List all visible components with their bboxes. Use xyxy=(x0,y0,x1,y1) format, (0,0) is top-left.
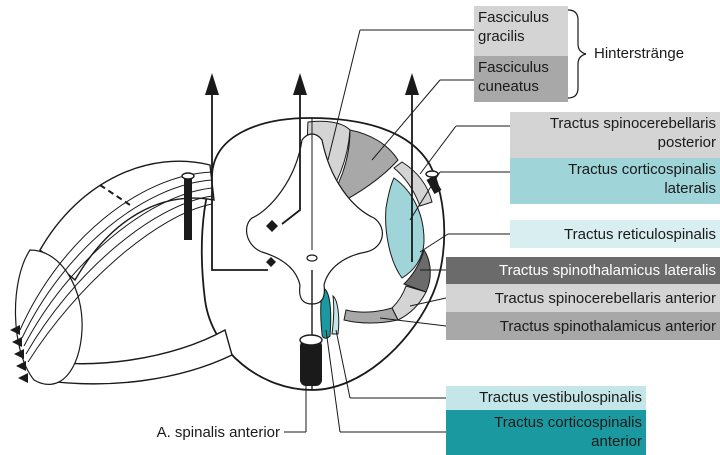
label-corticospinalis-lateralis: Tractus corticospinalis lateralis xyxy=(510,160,720,198)
label-spinothalamicus-anterior: Tractus spinothalamicus anterior xyxy=(446,317,720,336)
vessel-anterior xyxy=(300,335,322,386)
arrow-head-3 xyxy=(405,73,419,95)
arrow-head-2 xyxy=(293,73,307,95)
label-spinothalamicus-lateralis: Tractus spinothalamicus lateralis xyxy=(446,261,720,280)
central-canal xyxy=(307,255,317,261)
label-corticospinalis-anterior: Tractus corticospinalis anterior xyxy=(446,413,646,451)
label-spinocerebellaris-posterior: Tractus spinocerebellaris posterior xyxy=(510,114,720,152)
label-hinterstraenge: Hinterstränge xyxy=(590,44,688,63)
label-spinalis-anterior: A. spinalis anterior xyxy=(80,423,284,442)
brace xyxy=(568,10,586,98)
label-spinocerebellaris-anterior: Tractus spinocerebellaris anterior xyxy=(446,289,720,308)
label-vestibulospinalis: Tractus vestibulospinalis xyxy=(446,388,646,407)
label-fasciculus-gracilis: Fasciculus gracilis xyxy=(474,8,568,46)
arrow-head-1 xyxy=(205,73,219,95)
label-reticulospinalis: Tractus reticulospinalis xyxy=(510,225,720,244)
label-fasciculus-cuneatus: Fasciculus cuneatus xyxy=(474,58,568,96)
